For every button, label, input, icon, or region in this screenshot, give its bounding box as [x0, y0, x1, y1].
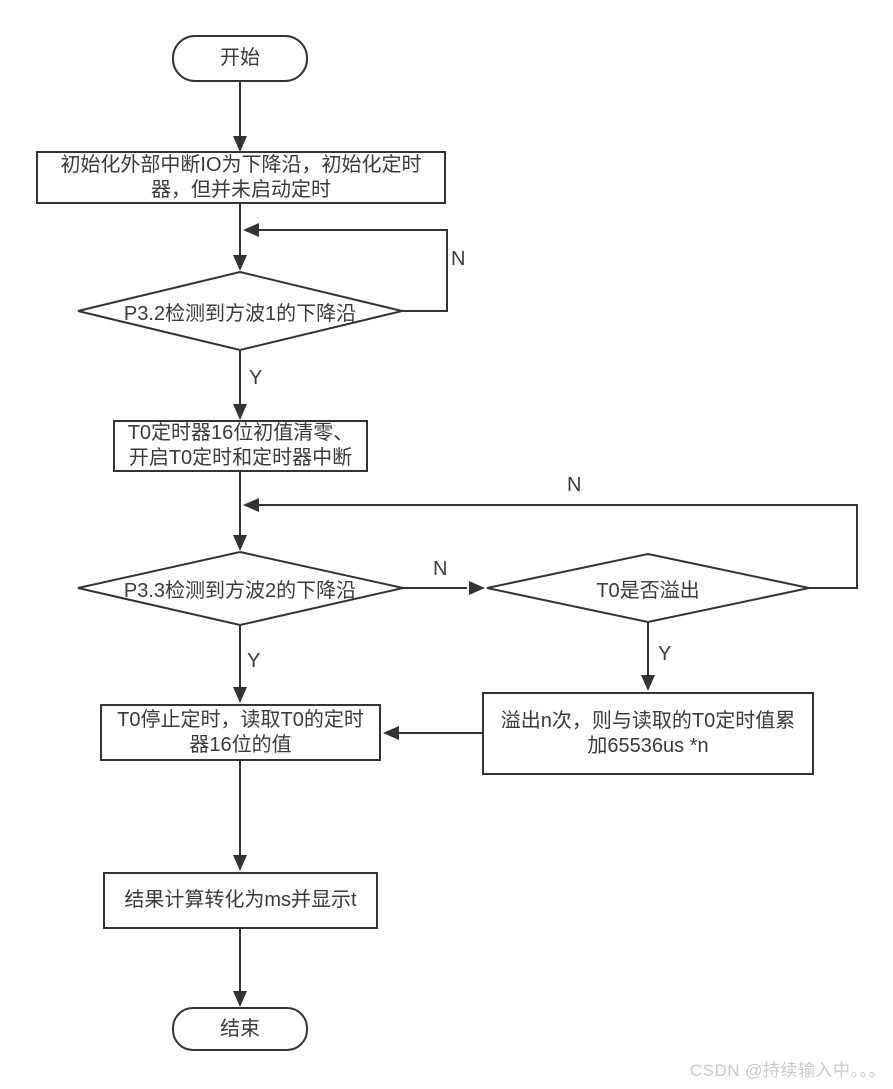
arrowhead-into-overflowcalc [641, 675, 655, 691]
arrowhead-into-end [233, 991, 247, 1007]
init-process-line2: 器，但并未启动定时 [151, 178, 331, 201]
t0-init-process-node: T0定时器16位初值清零、 开启T0定时和定时器中断 [113, 420, 368, 472]
decision-p32-label: P3.2检测到方波1的下降沿 [123, 302, 357, 325]
arrowhead-into-read-side [383, 726, 399, 740]
label-p33-no: N [433, 558, 448, 580]
label-p33-yes: Y [247, 650, 261, 672]
decision-p32-shape [77, 270, 403, 352]
overflow-calc-line1: 溢出n次，则与读取的T0定时值累 [500, 709, 796, 732]
init-process-line1: 初始化外部中断IO为下降沿，初始化定时 [60, 153, 422, 176]
t0-init-line1: T0定时器16位初值清零、 [127, 422, 354, 444]
result-node: 结果计算转化为ms并显示t [103, 872, 378, 929]
arrowhead-into-t0init [233, 404, 247, 420]
edge-overflow-no-loop [246, 504, 858, 589]
label-overflow-yes: Y [658, 643, 672, 665]
read-timer-line1: T0停止定时，读取T0的定时 [117, 708, 364, 731]
read-timer-line2: 器16位的值 [189, 733, 292, 756]
arrowhead-p32-loop [243, 223, 259, 237]
arrowhead-into-p32 [233, 255, 247, 271]
read-timer-node: T0停止定时，读取T0的定时 器16位的值 [100, 704, 381, 761]
watermark: CSDN @持续输入中。。。 [689, 1061, 886, 1080]
init-process-node: 初始化外部中断IO为下降沿，初始化定时 器，但并未启动定时 [36, 151, 446, 204]
decision-overflow-label: T0是否溢出 [596, 579, 700, 602]
decision-p33-label: P3.3检测到方波2的下降沿 [123, 579, 357, 602]
label-p32-no: N [451, 248, 466, 270]
label-overflow-no: N [567, 474, 582, 496]
arrowhead-into-overflow [469, 581, 485, 595]
end-label: 结束 [220, 1017, 260, 1040]
start-node: 开始 [172, 35, 308, 82]
arrowhead-into-init [233, 136, 247, 152]
edge-p32-no-loop [246, 229, 448, 312]
label-p32-yes: Y [249, 367, 263, 389]
arrowhead-into-result [233, 855, 247, 871]
decision-p33-shape [77, 550, 404, 627]
overflow-calc-line2: 加65536us *n [587, 734, 709, 757]
t0-init-line2: 开启T0定时和定时器中断 [128, 447, 353, 469]
start-label: 开始 [220, 47, 260, 69]
overflow-calc-node: 溢出n次，则与读取的T0定时值累 加65536us *n [482, 692, 814, 775]
arrowhead-into-read [233, 687, 247, 703]
decision-overflow-shape [486, 552, 810, 624]
arrowhead-into-p33 [233, 535, 247, 551]
result-label: 结果计算转化为ms并显示t [124, 889, 357, 911]
arrowhead-overflow-loop [243, 498, 259, 512]
end-node: 结束 [172, 1007, 308, 1051]
